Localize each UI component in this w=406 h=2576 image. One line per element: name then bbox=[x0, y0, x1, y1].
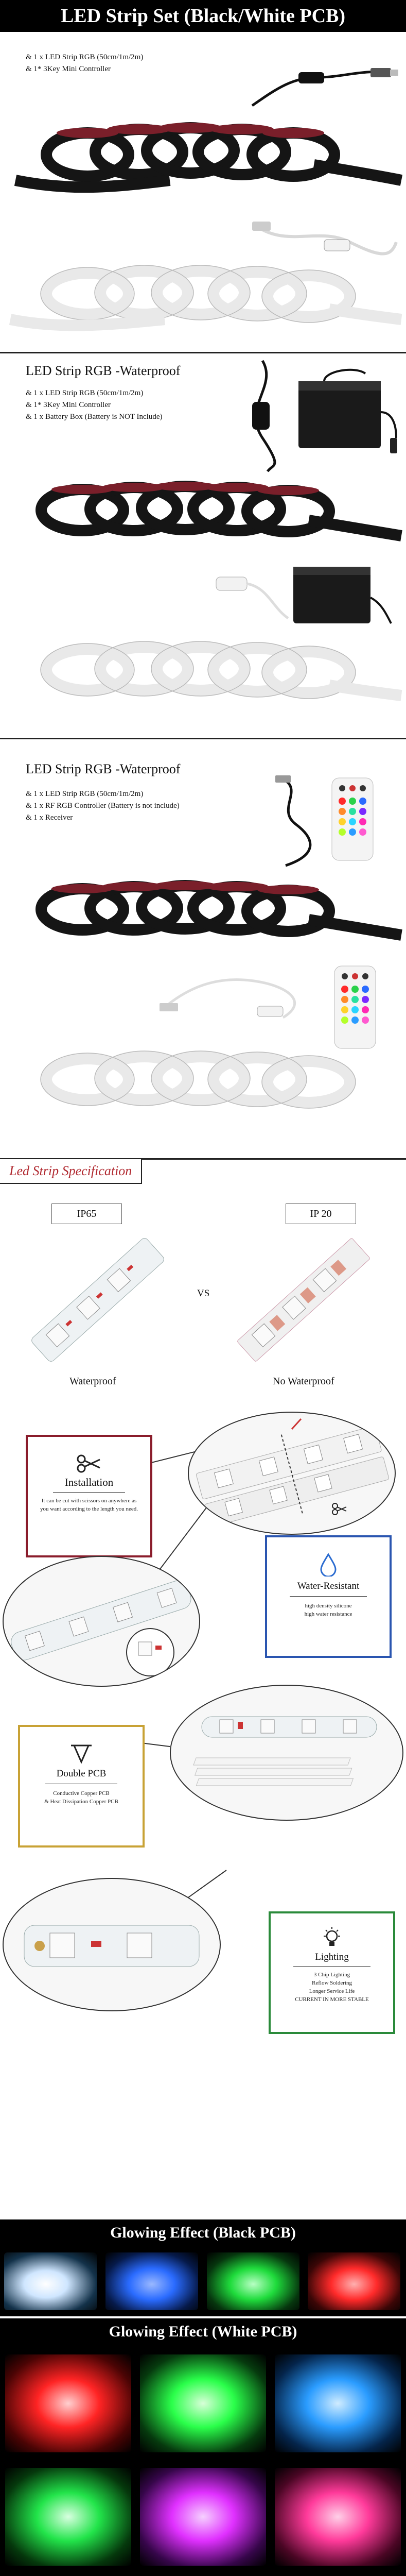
section2-bullet-3: & 1 x Battery Box (Battery is NOT Includ… bbox=[26, 413, 163, 421]
vs-text: VS bbox=[197, 1288, 210, 1299]
water-drop-icon bbox=[320, 1553, 337, 1577]
section3-title: LED Strip RGB -Waterproof bbox=[26, 761, 181, 776]
glow-black-blue bbox=[105, 2252, 198, 2310]
single-led-image bbox=[24, 1925, 200, 1967]
lighting-line-4: CURRENT IN MORE STABLE bbox=[295, 1996, 369, 2003]
water-resistant-line-1: high density silicone bbox=[305, 1603, 352, 1609]
glow-white-blue bbox=[275, 2354, 401, 2452]
installation-title: Installation bbox=[64, 1476, 114, 1488]
ip65-strip-image bbox=[31, 1238, 164, 1362]
glow-white-green-2 bbox=[5, 2468, 131, 2566]
glow-black-white bbox=[4, 2252, 97, 2310]
glow-black-title: Glowing Effect (Black PCB) bbox=[110, 2224, 296, 2241]
section-divider-1 bbox=[0, 352, 406, 353]
section1-bullets: & 1 x LED Strip RGB (50cm/1m/2m) & 1* 3K… bbox=[26, 52, 143, 75]
double-pcb-title: Double PCB bbox=[56, 1768, 107, 1779]
cut-strip-image bbox=[196, 1418, 389, 1528]
strip-closeup-oval bbox=[3, 1556, 200, 1687]
waterproof-caption: Waterproof bbox=[69, 1376, 116, 1387]
ip20-label-box: IP 20 bbox=[286, 1204, 356, 1224]
white-strip-coil-image-3 bbox=[40, 1050, 356, 1109]
glow-black-panel bbox=[0, 2246, 406, 2316]
glow-white-header: Glowing Effect (White PCB) bbox=[0, 2318, 406, 2345]
black-controller-cable-image bbox=[252, 360, 276, 472]
section2-bullet-1: & 1 x LED Strip RGB (50cm/1m/2m) bbox=[26, 389, 144, 397]
receiver-cable-image bbox=[275, 775, 312, 867]
installation-detail-oval bbox=[188, 1412, 396, 1535]
glow-white-title: Glowing Effect (White PCB) bbox=[109, 2323, 297, 2340]
section2-bullets: & 1 x LED Strip RGB (50cm/1m/2m) & 1* 3K… bbox=[26, 387, 163, 423]
ip20-strip-image bbox=[237, 1238, 370, 1362]
lighting-title: Lighting bbox=[315, 1952, 349, 1962]
ip20-label: IP 20 bbox=[310, 1208, 332, 1219]
spec-title-tab: Led Strip Specification bbox=[0, 1159, 143, 1184]
installation-text: It can be cut with scissors on anywhere … bbox=[40, 1498, 138, 1512]
ip65-label-box: IP65 bbox=[51, 1204, 122, 1224]
section3-bullet-1: & 1 x LED Strip RGB (50cm/1m/2m) bbox=[26, 790, 144, 798]
double-pcb-line-1: Conductive Copper PCB bbox=[53, 1790, 110, 1797]
single-led-oval bbox=[3, 1878, 221, 2011]
section-divider-2 bbox=[0, 738, 406, 739]
installation-card: Installation It can be cut with scissors… bbox=[26, 1435, 152, 1557]
glow-white-panel bbox=[0, 2345, 406, 2576]
black-strip-coil-image bbox=[14, 122, 403, 193]
white-usb-remote-image bbox=[160, 965, 376, 1049]
double-pcb-icon bbox=[71, 1744, 92, 1764]
scissors-icon bbox=[77, 1454, 100, 1473]
lighting-line-1: 3 Chip Lighting bbox=[313, 1972, 350, 1978]
section2-bullet-2: & 1* 3Key Mini Controller bbox=[26, 401, 111, 409]
glow-white-green bbox=[140, 2354, 266, 2452]
spec-title: Led Strip Specification bbox=[9, 1163, 132, 1178]
black-strip-coil-image-2 bbox=[36, 481, 402, 541]
pcb-layers-image bbox=[193, 1716, 377, 1786]
glow-white-red bbox=[5, 2354, 131, 2452]
lighting-card: Lighting 3 Chip Lighting Reflow Solderin… bbox=[269, 1911, 395, 2034]
section3-bullet-2: & 1 x RF RGB Controller (Battery is not … bbox=[26, 802, 180, 810]
usb-controller-cable-image bbox=[251, 68, 398, 107]
double-pcb-line-2: & Heat Dissipation Copper PCB bbox=[44, 1799, 118, 1805]
battery-box-image bbox=[298, 368, 397, 453]
section1-bullet-2: & 1* 3Key Mini Controller bbox=[26, 65, 111, 73]
strip-closeup-image bbox=[11, 1580, 191, 1676]
black-strip-coil-image-3 bbox=[36, 880, 402, 941]
section1-title: LED Strip Set (Black/White PCB) bbox=[60, 5, 346, 27]
water-resistant-card: Water-Resistant high density silicone hi… bbox=[265, 1535, 392, 1658]
water-resistant-title: Water-Resistant bbox=[297, 1581, 360, 1591]
glow-black-header: Glowing Effect (Black PCB) bbox=[0, 2219, 406, 2246]
double-pcb-card: Double PCB Conductive Copper PCB & Heat … bbox=[18, 1725, 145, 1848]
section3-bullets: & 1 x LED Strip RGB (50cm/1m/2m) & 1 x R… bbox=[26, 788, 180, 824]
water-resistant-line-2: high water resistance bbox=[304, 1611, 352, 1617]
lighting-line-3: Longer Service Life bbox=[309, 1988, 355, 1994]
glow-white-purple bbox=[140, 2468, 266, 2566]
ip65-label: IP65 bbox=[77, 1208, 97, 1219]
section3-bullet-3: & 1 x Receiver bbox=[26, 814, 73, 822]
white-controller-battery-image bbox=[216, 567, 392, 624]
glow-black-green bbox=[207, 2252, 299, 2310]
white-strip-coil-image bbox=[9, 265, 402, 331]
white-strip-coil-image-2 bbox=[40, 641, 402, 701]
section1-header: LED Strip Set (Black/White PCB) bbox=[0, 0, 406, 32]
section-divider-3 bbox=[0, 1158, 406, 1160]
bulb-icon bbox=[324, 1927, 340, 1946]
white-usb-cable-image bbox=[252, 222, 398, 256]
pcb-layers-oval bbox=[170, 1685, 403, 1821]
rf-remote-image bbox=[331, 777, 374, 861]
no-waterproof-caption: No Waterproof bbox=[273, 1376, 334, 1387]
section1-bullet-1: & 1 x LED Strip RGB (50cm/1m/2m) bbox=[26, 53, 144, 61]
lighting-line-2: Reflow Soldering bbox=[312, 1980, 352, 1986]
glow-white-pink bbox=[275, 2468, 401, 2566]
section2-title: LED Strip RGB -Waterproof bbox=[26, 363, 181, 378]
glow-black-red bbox=[308, 2252, 400, 2310]
